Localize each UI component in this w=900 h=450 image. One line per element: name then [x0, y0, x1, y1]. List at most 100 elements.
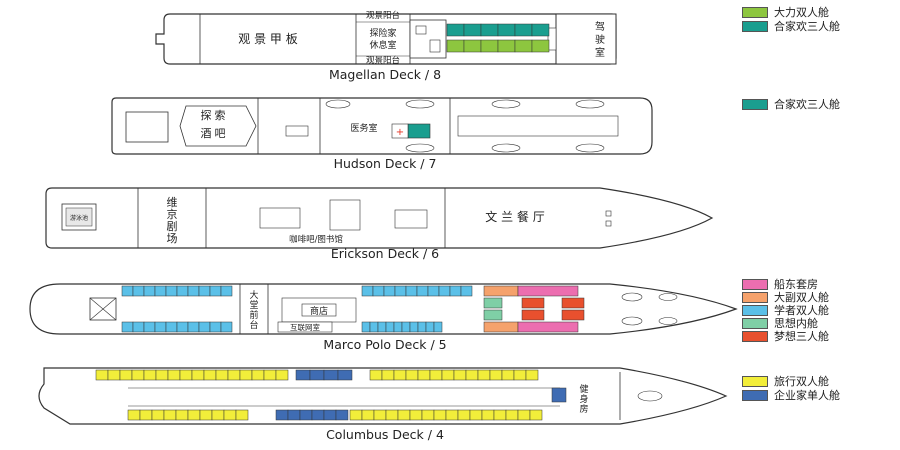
cabin-block — [119, 369, 133, 381]
cabin-block — [369, 369, 383, 381]
cabin-block — [457, 409, 471, 421]
cabin-block — [215, 369, 229, 381]
cabin-block — [481, 409, 495, 421]
erickson-hull — [45, 187, 714, 249]
cabin-block — [323, 409, 337, 421]
cabin-block — [445, 409, 459, 421]
cabin-block — [525, 369, 539, 381]
cabin-block — [383, 285, 396, 297]
cabin-block — [372, 285, 385, 297]
cabin-block — [132, 321, 145, 333]
bar-label-1: 探 — [201, 109, 212, 122]
cabin-block — [227, 369, 241, 381]
balcony-label-top: 观景阳台 — [366, 10, 400, 21]
legend-label: 学者双人舱 — [774, 304, 829, 317]
cabin-block — [483, 297, 503, 309]
columbus-cabins — [95, 369, 567, 421]
deck-title: Columbus Deck / 4 — [326, 427, 444, 442]
cabin-block — [179, 369, 193, 381]
bar-label-2: 索 — [215, 108, 226, 122]
cabin-block — [176, 285, 189, 297]
cabin-block — [493, 409, 507, 421]
bridge-label-3: 室 — [595, 46, 605, 59]
cabin-block — [143, 369, 157, 381]
deck-title: Magellan Deck / 8 — [329, 67, 441, 82]
cabin-block — [239, 369, 253, 381]
cabin-block — [514, 39, 533, 53]
cabin-block — [517, 409, 531, 421]
cabin-block — [121, 321, 134, 333]
reception-label-2: 堂 — [249, 299, 258, 311]
cabin-block — [220, 285, 233, 297]
cabin-block — [446, 23, 465, 37]
cabin-block — [209, 321, 222, 333]
cabin-block — [480, 23, 499, 37]
cabin-block — [531, 39, 550, 53]
cabin-block — [377, 321, 387, 333]
legend-item: 船东套房 — [742, 277, 818, 291]
cabin-block — [373, 409, 387, 421]
cabin-block — [349, 409, 363, 421]
cabin-block — [521, 309, 545, 321]
cabin-block — [394, 285, 407, 297]
cabin-block — [405, 285, 418, 297]
cabin-block — [187, 321, 200, 333]
legend-label: 合家欢三人舱 — [774, 98, 840, 111]
columbus-deck: 健 身 房 Columbus Deck / 4 — [38, 367, 728, 442]
cabin-block — [433, 409, 447, 421]
cabin-block — [505, 409, 519, 421]
cabin-block — [107, 369, 121, 381]
cabin-block — [463, 39, 482, 53]
magellan-deck: 观 景 甲 板 观景阳台 观景阳台 探险家 休息室 驾 驶 室 Magellan… — [155, 10, 617, 82]
cabin-block — [203, 369, 217, 381]
cabin-block — [385, 321, 395, 333]
cabin-block — [416, 285, 429, 297]
cabin-block — [531, 23, 550, 37]
gym-label-2: 身 — [579, 393, 588, 405]
cabin-block — [299, 409, 313, 421]
legend-label: 大力双人舱 — [774, 6, 829, 19]
shop-label: 商店 — [310, 305, 328, 317]
cabin-block — [441, 369, 455, 381]
cabin-block — [477, 369, 491, 381]
bridge-label-1: 驾 — [595, 21, 605, 33]
cabin-block — [463, 23, 482, 37]
gym-label-1: 健 — [579, 383, 588, 395]
cabin-block — [337, 369, 353, 381]
legend-item: 学者双人舱 — [742, 303, 829, 317]
theatre-label-1: 维 — [167, 196, 178, 209]
cabin-block — [409, 409, 423, 421]
cabin-block — [483, 321, 519, 333]
reception-label-1: 大 — [249, 289, 258, 301]
cabin-block — [497, 39, 516, 53]
cabin-block — [483, 285, 519, 297]
cabin-block — [381, 369, 395, 381]
cabin-block — [187, 409, 201, 421]
deck-title: Hudson Deck / 7 — [334, 156, 437, 171]
legend-label: 大副双人舱 — [774, 291, 829, 304]
cabin-block — [143, 321, 156, 333]
cabin-block — [429, 369, 443, 381]
cabin-block — [223, 409, 237, 421]
pool-label: 游泳池 — [70, 214, 88, 222]
hudson-deck: + 探 索 酒 吧 医务室 Hudson Deck / 7 — [111, 97, 653, 171]
cabin-block — [361, 409, 375, 421]
cabin-block — [209, 285, 222, 297]
legend-item: 合家欢三人舱 — [742, 19, 840, 33]
legend-swatch — [742, 291, 768, 303]
cabin-block — [369, 321, 379, 333]
cabin-block — [335, 409, 349, 421]
cabin-block — [263, 369, 277, 381]
clinic-room — [391, 123, 409, 139]
legend-swatch — [742, 98, 768, 110]
cabin-block — [417, 321, 427, 333]
cafe-library-label: 咖啡吧/图书馆 — [289, 234, 343, 245]
legend-label: 合家欢三人舱 — [774, 20, 840, 33]
cabin-block — [311, 409, 325, 421]
legend-item: 思想内舱 — [742, 316, 818, 330]
cabin-block — [176, 321, 189, 333]
cabin-block — [409, 321, 419, 333]
cabin-block — [275, 409, 289, 421]
cabin-block — [198, 285, 211, 297]
cabin-block — [251, 369, 265, 381]
